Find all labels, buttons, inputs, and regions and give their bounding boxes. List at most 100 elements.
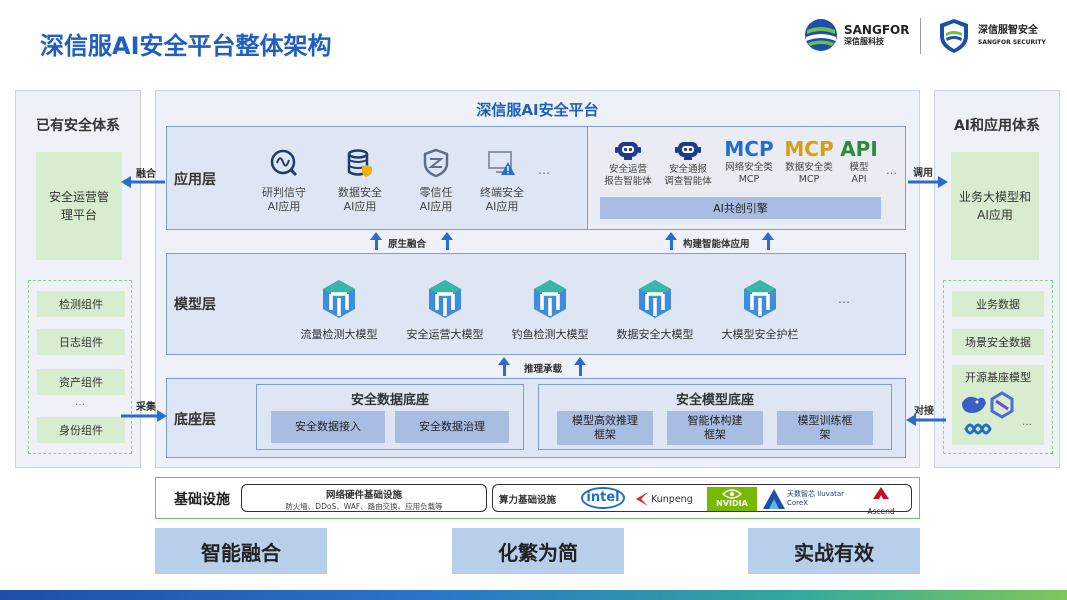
mcp-network-line2: MCP [738, 174, 760, 185]
model-security-ops[interactable]: 安全运营大模型 [400, 278, 490, 342]
app-analysis[interactable]: 研判信守 AI应用 [256, 148, 312, 214]
model-cube-icon [639, 280, 671, 318]
slogan-practical: 实战有效 [748, 528, 920, 574]
agent-app-arrow-right [762, 232, 774, 250]
components-group: 检测组件 日志组件 资产组件 … 身份组件 [28, 280, 132, 454]
ascend-logo: Ascend [859, 487, 903, 516]
call-label: 调用 [913, 168, 933, 179]
app-endpoint-line1: 终端安全 [480, 186, 524, 199]
endpoint-warning-icon [488, 151, 515, 175]
model-security-ops-label: 安全运营大模型 [406, 328, 484, 341]
model-llm-guardrail[interactable]: 大模型安全护栏 [715, 278, 805, 342]
native-fusion-arrow-right [441, 232, 453, 250]
model-cube-icon [744, 280, 776, 318]
native-fusion-label: 原生融合 [388, 239, 427, 250]
nvidia-text: NVIDIA [716, 499, 748, 508]
component-ellipsis: … [75, 397, 85, 408]
ascend-icon [873, 487, 889, 499]
app-endpoint[interactable]: 终端安全 AI应用 [474, 148, 530, 214]
kunpeng-text: Kunpeng [651, 494, 693, 505]
model-traffic-label: 流量检测大模型 [300, 328, 378, 341]
fusion-arrow [121, 176, 165, 188]
app-analysis-line2: AI应用 [267, 200, 301, 213]
sangfor-security-logo: 深信服智安全 SANGFOR SECURITY [938, 18, 1046, 54]
app-analysis-line1: 研判信守 [262, 186, 306, 199]
network-infra-items: 防火墙、DDoS、WAF、路由交换、应用负载等 [285, 502, 443, 511]
app-data-security[interactable]: 数据安全 AI应用 [332, 148, 388, 214]
iluvatar-text: 天数智芯 Iluvatar CoreX [787, 490, 845, 507]
robot-icon [615, 142, 641, 160]
security-data-base: 安全数据底座 安全数据接入 安全数据治理 [256, 384, 524, 450]
network-infra-pill: 网络硬件基础设施 防火墙、DDoS、WAF、路由交换、应用负载等 [241, 484, 487, 512]
slogan-intelligent-fusion: 智能融合 [155, 528, 327, 574]
agent-bulletin-investigation[interactable]: 安全通报 调查智能体 [660, 138, 716, 188]
agent-bulletin-line2: 调查智能体 [664, 176, 712, 187]
open-source-ellipsis: … [1022, 417, 1032, 428]
apps-ellipsis: … [538, 163, 550, 177]
analysis-icon [270, 149, 298, 177]
model-cube-icon [429, 280, 461, 318]
model-traffic-detection[interactable]: 流量检测大模型 [294, 278, 384, 342]
sangfor-logo: SANGFOR 深信服科技 [804, 18, 909, 52]
shield-logo-icon [940, 19, 968, 53]
model-guardrail-label: 大模型安全护栏 [721, 328, 799, 341]
data-ingestion[interactable]: 安全数据接入 [271, 411, 385, 443]
sangfor-logo-text: SANGFOR [844, 23, 910, 37]
ai-cocreation-engine[interactable]: AI共创引擎 [600, 197, 881, 219]
models-ellipsis: … [838, 292, 850, 306]
collect-label: 采集 [136, 402, 156, 413]
api-logo: API [840, 137, 878, 161]
inference-label: 推理承载 [524, 364, 563, 375]
app-data-security-line1: 数据安全 [338, 186, 382, 199]
agents-ellipsis: … [886, 164, 897, 177]
infrastructure-bar: 基础设施 网络硬件基础设施 防火墙、DDoS、WAF、路由交换、应用负载等 算力… [155, 477, 920, 519]
native-fusion-arrow-left [370, 232, 382, 250]
mcp-network-line1: 网络安全类 [725, 162, 773, 173]
iluvatar-logo: 天数智芯 Iluvatar CoreX [763, 487, 851, 511]
existing-security-title: 已有安全体系 [36, 118, 120, 134]
mcp-data-security[interactable]: MCP 数据安全类 MCP [780, 136, 838, 186]
mcp-network-security[interactable]: MCP 网络安全类 MCP [720, 136, 778, 186]
ai-application-title: AI和应用体系 [953, 118, 1041, 134]
inference-framework[interactable]: 模型高效推理框架 [557, 411, 653, 445]
nvidia-logo: NVIDIA [707, 487, 757, 511]
inference-arrow-right [574, 357, 586, 376]
mcp-data-line2: MCP [798, 174, 820, 185]
security-logo-text: 深信服智安全 [978, 25, 1038, 36]
agent-ops-report[interactable]: 安全运营 报告智能体 [600, 138, 656, 188]
model-api[interactable]: API 模型 API [836, 136, 882, 186]
base-layer-label: 底座层 [174, 412, 216, 428]
security-data-base-title: 安全数据底座 [350, 393, 429, 408]
iluvatar-icon [763, 489, 785, 509]
model-phishing-label: 钓鱼检测大模型 [511, 328, 589, 341]
open-source-label: 开源基座模型 [965, 371, 1031, 384]
kunpeng-icon [636, 492, 648, 506]
footer-gradient-bar [0, 590, 1067, 600]
component-detection: 检测组件 [37, 291, 125, 317]
collect-arrow [121, 410, 167, 422]
inference-arrow-left [498, 357, 510, 376]
app-zero-trust[interactable]: 零信任 AI应用 [408, 148, 464, 214]
data-governance[interactable]: 安全数据治理 [395, 411, 509, 443]
agent-build-framework[interactable]: 智能体构建框架 [667, 411, 763, 445]
agent-ops-report-line2: 报告智能体 [604, 176, 652, 187]
sangfor-logo-subtext: 深信服科技 [844, 37, 884, 46]
mcp-data-logo: MCP [784, 137, 834, 161]
mcp-data-line1: 数据安全类 [785, 162, 833, 173]
call-arrow [908, 176, 948, 188]
agent-app-arrow-left [665, 232, 677, 250]
agent-app-label: 构建智能体应用 [683, 239, 750, 250]
infra-label: 基础设施 [174, 492, 230, 508]
model-cube-icon [323, 280, 355, 318]
training-framework[interactable]: 模型训练框架 [777, 411, 873, 445]
business-model-box: 业务大模型和AI应用 [951, 152, 1039, 260]
component-identity: 身份组件 [37, 417, 125, 443]
zero-trust-icon [423, 148, 449, 178]
app-layer-label: 应用层 [174, 172, 216, 188]
compute-infra-label: 算力基础设施 [499, 495, 557, 506]
robot-icon [675, 142, 701, 160]
model-data-security[interactable]: 数据安全大模型 [610, 278, 700, 342]
model-phishing-detection[interactable]: 钓鱼检测大模型 [505, 278, 595, 342]
intel-logo: intel [581, 487, 625, 509]
platform-title: 深信服AI安全平台 [476, 101, 599, 119]
